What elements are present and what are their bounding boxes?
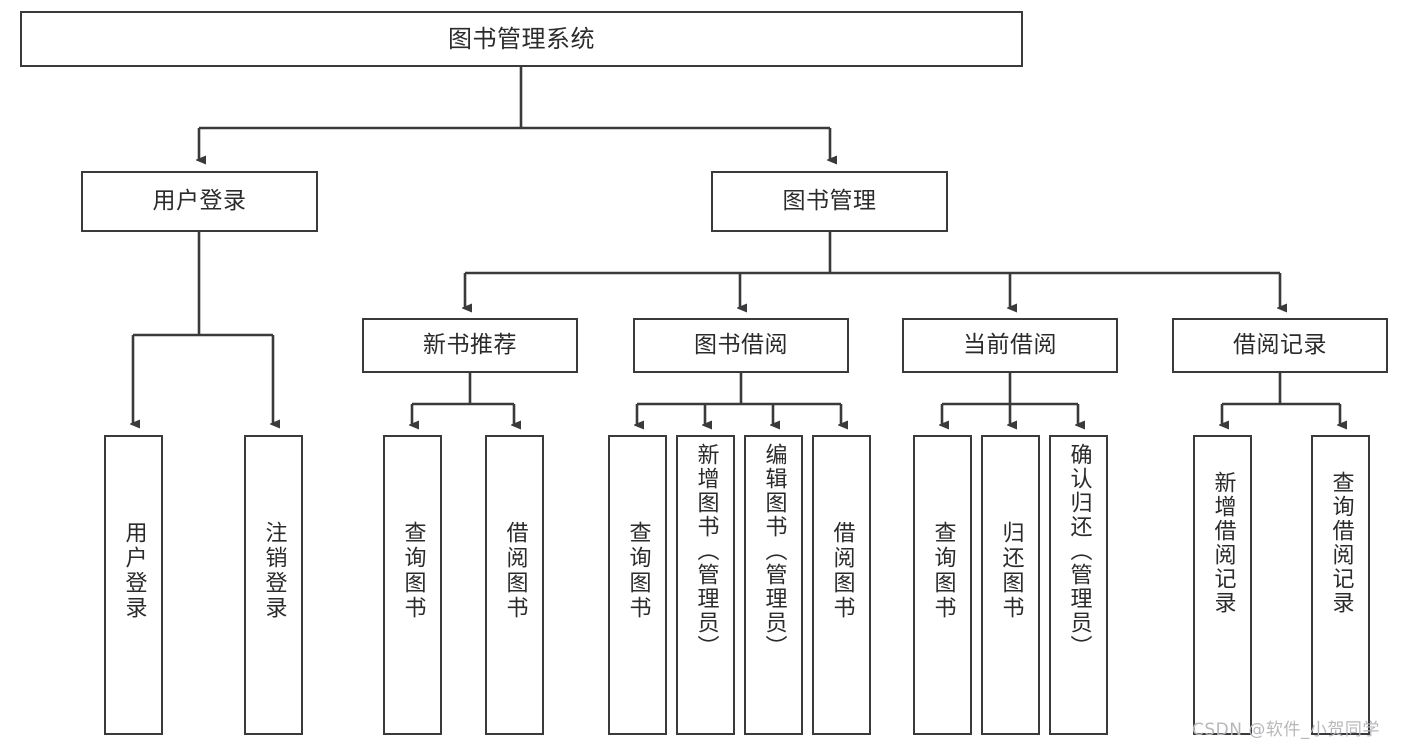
node-book-borrow[interactable]: 图书借阅 (633, 318, 849, 373)
node-root-book-management-system[interactable]: 图书管理系统 (20, 11, 1023, 67)
leaf-query-book-current[interactable]: 查询图书 (913, 435, 972, 735)
node-label: 用户登录 (152, 187, 247, 214)
csdn-watermark: CSDN @软件_小贺同学 (1192, 715, 1380, 740)
node-user-login[interactable]: 用户登录 (81, 171, 318, 232)
node-label: 图书借阅 (694, 331, 788, 358)
node-label: 借阅图书 (502, 521, 528, 621)
leaf-add-book-admin[interactable]: 新增图书（管理员） (676, 435, 735, 735)
leaf-return-book[interactable]: 归还图书 (981, 435, 1040, 735)
leaf-query-book-recommend[interactable]: 查询图书 (383, 435, 442, 735)
node-label: 新书推荐 (423, 331, 517, 358)
leaf-user-logout[interactable]: 注销登录 (244, 435, 303, 735)
leaf-user-login[interactable]: 用户登录 (104, 435, 163, 735)
node-label: 当前借阅 (963, 331, 1057, 358)
node-label: 归还图书 (998, 521, 1024, 621)
node-label: 图书管理系统 (448, 24, 595, 53)
node-label: 查询图书 (400, 521, 426, 621)
leaf-edit-book-admin[interactable]: 编辑图书（管理员） (744, 435, 803, 735)
node-label: 查询图书 (930, 521, 956, 621)
leaf-confirm-return-admin[interactable]: 确认归还（管理员） (1049, 435, 1108, 735)
node-book-management[interactable]: 图书管理 (711, 171, 948, 232)
node-borrow-record[interactable]: 借阅记录 (1172, 318, 1388, 373)
node-label: 图书管理 (782, 187, 877, 214)
node-label: 新增图书（管理员） (693, 443, 719, 659)
leaf-borrow-book-borrow[interactable]: 借阅图书 (812, 435, 871, 735)
leaf-borrow-book-recommend[interactable]: 借阅图书 (485, 435, 544, 735)
leaf-add-borrow-record[interactable]: 新增借阅记录 (1193, 435, 1252, 735)
node-label: 借阅记录 (1233, 331, 1327, 358)
node-new-book-recommend[interactable]: 新书推荐 (362, 318, 578, 373)
node-label: 编辑图书（管理员） (761, 443, 787, 659)
node-label: 用户登录 (121, 521, 147, 621)
node-label: 查询借阅记录 (1328, 471, 1354, 615)
leaf-query-borrow-record[interactable]: 查询借阅记录 (1311, 435, 1370, 735)
leaf-query-book-borrow[interactable]: 查询图书 (608, 435, 667, 735)
node-label: 注销登录 (261, 521, 287, 621)
node-label: 借阅图书 (829, 521, 855, 621)
node-label: 新增借阅记录 (1210, 471, 1236, 615)
watermark-text: CSDN @软件_小贺同学 (1192, 720, 1380, 740)
node-label: 查询图书 (625, 521, 651, 621)
node-label: 确认归还（管理员） (1066, 443, 1092, 659)
node-current-borrow[interactable]: 当前借阅 (902, 318, 1118, 373)
